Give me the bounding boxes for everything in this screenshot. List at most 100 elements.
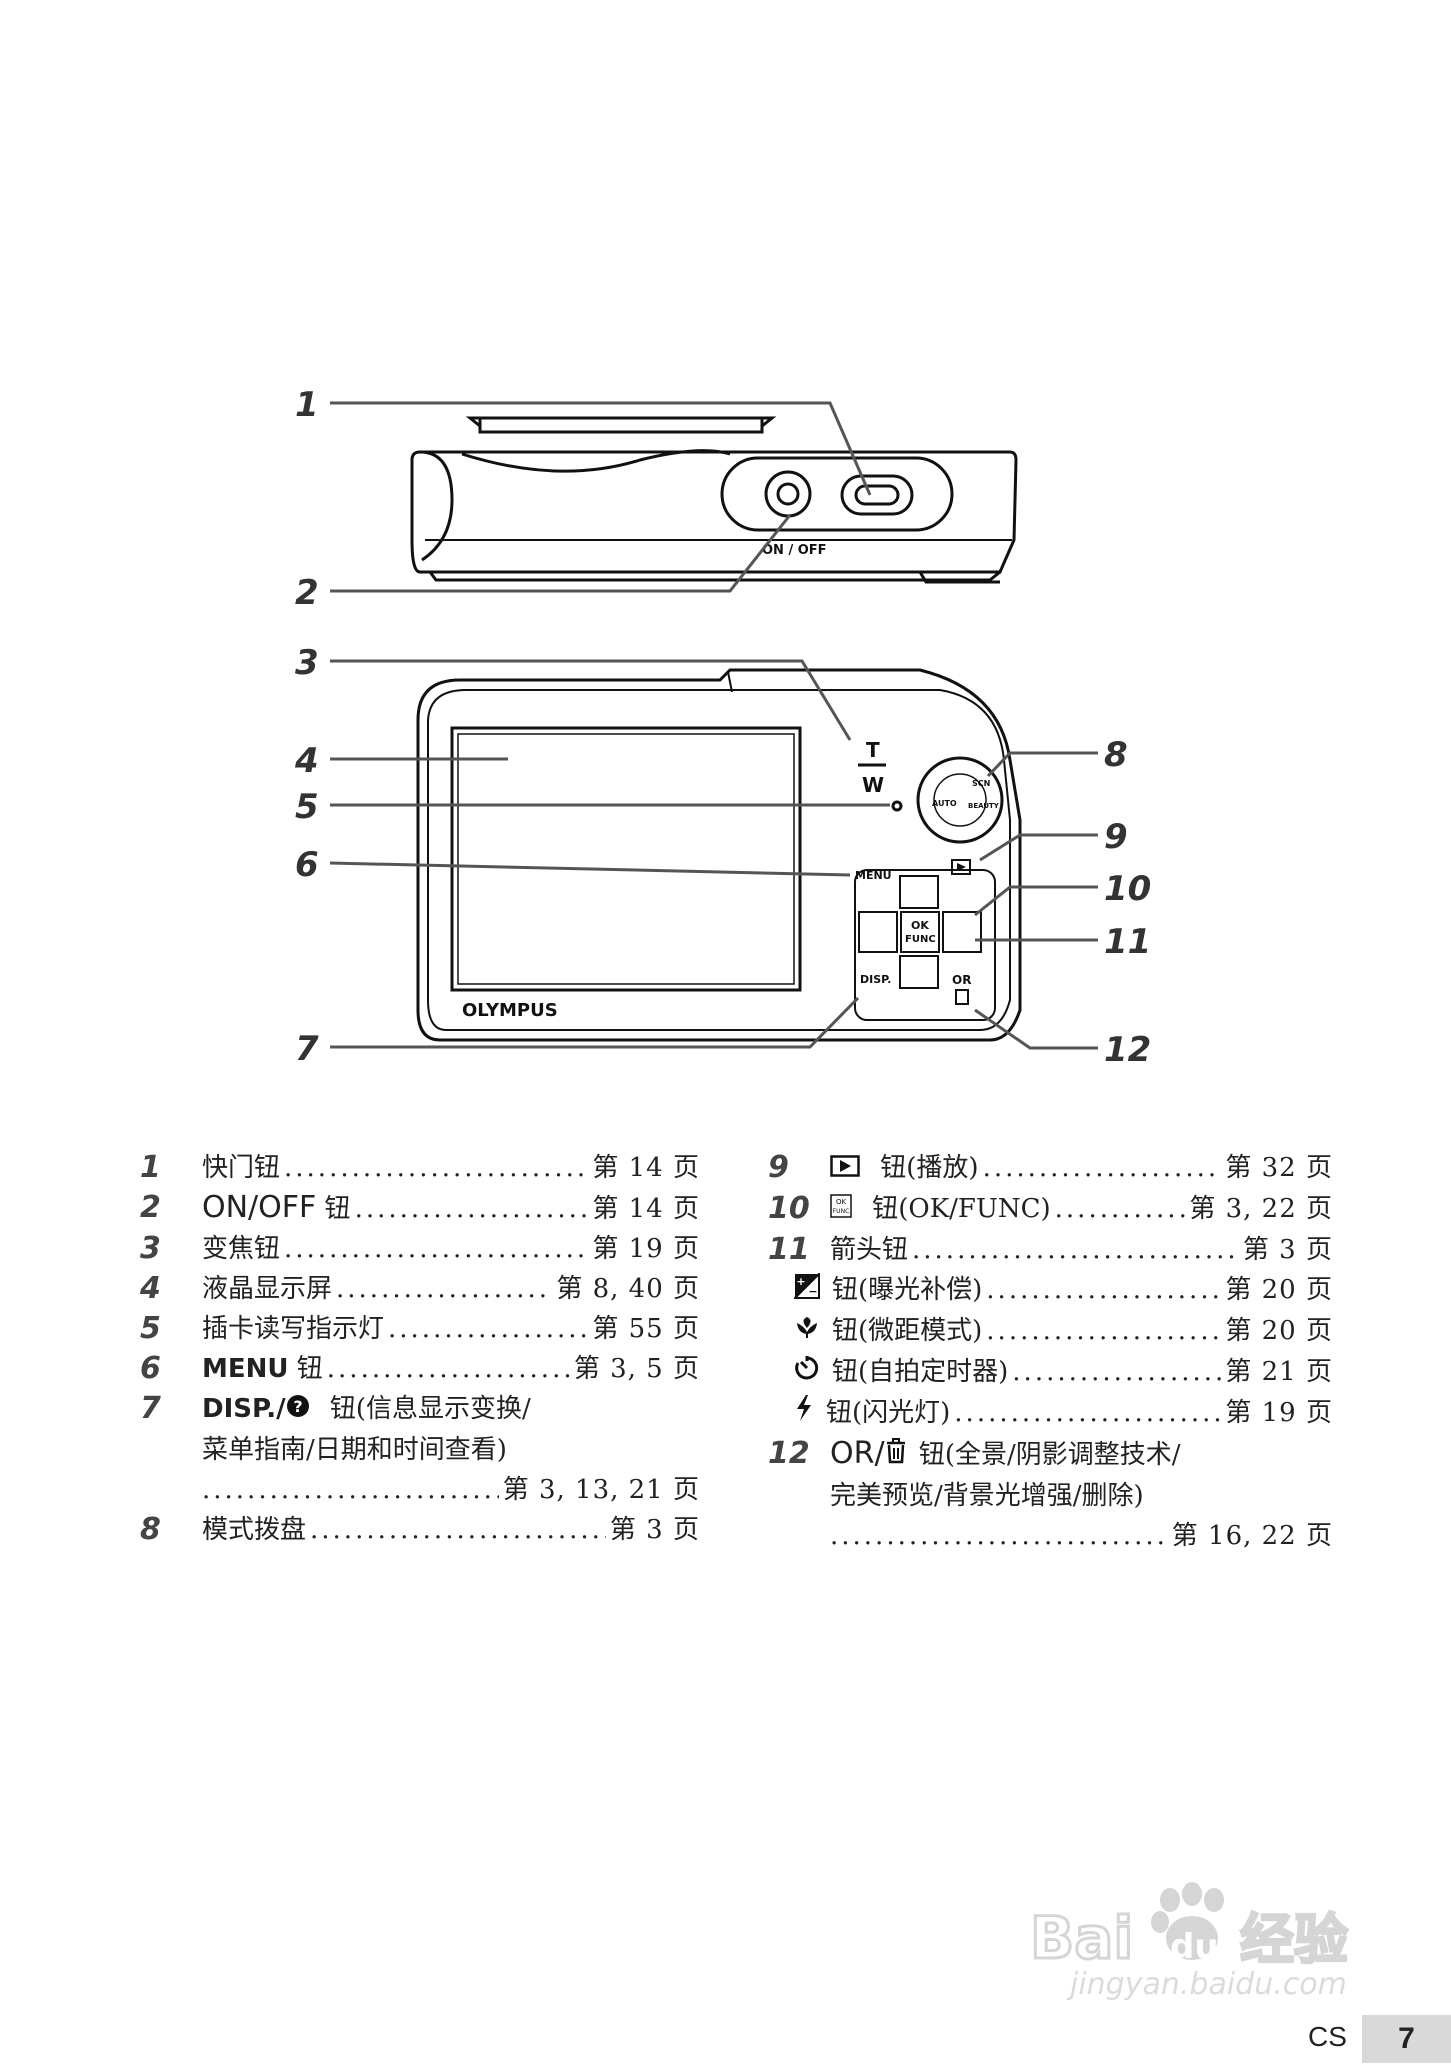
baidu-jingyan-watermark: Bai du 经验 jingyan.baidu.com (1029, 1882, 1349, 2000)
language-code: CS (1308, 2021, 1347, 2052)
callout-7: 7 (295, 1029, 319, 1069)
disp-label: DISP. (860, 973, 891, 986)
item-label: 钮(自拍定时器) (832, 1357, 1009, 1387)
dial-beauty-label: BEAUTY (968, 802, 1000, 810)
page-reference: 第 3, 13, 21 页 (502, 1475, 700, 1505)
list-item: 1 快门钮第 14 页 (140, 1148, 700, 1188)
item-label: 插卡读写指示灯 (202, 1314, 385, 1344)
leader-dots (1055, 1189, 1186, 1229)
list-item: 12 OR/ 钮(全景/阴影调整技术/ 完美预览/背景光增强/删除) 第 16,… (768, 1434, 1333, 1556)
list-item: 2 ON/OFF 钮第 14 页 (140, 1188, 700, 1229)
item-label: 钮(播放) (872, 1153, 979, 1183)
item-label-continued: 菜单指南/日期和时间查看) (202, 1435, 507, 1465)
dial-scn-label: SCN (972, 779, 990, 788)
item-label: 钮(闪光灯) (826, 1398, 951, 1428)
item-number: 2 (140, 1190, 161, 1225)
leader-dots (954, 1393, 1221, 1433)
page-reference: 第 3, 22 页 (1189, 1194, 1333, 1224)
or-label: OR (952, 973, 971, 987)
leader-dots (310, 1510, 606, 1550)
watermark-brand-cn: 经验 (1240, 1908, 1348, 1971)
callout-12: 12 (1104, 1030, 1151, 1070)
list-subitem: 钮(闪光灯)第 19 页 (768, 1393, 1333, 1434)
macro-icon (794, 1312, 820, 1352)
item-number: 9 (768, 1150, 789, 1185)
zoom-tele-label: T (866, 738, 880, 762)
watermark-brand-latin: Bai (1030, 1904, 1133, 1972)
svg-text:OK: OK (836, 1198, 847, 1206)
item-label: 变焦钮 (202, 1234, 281, 1264)
parts-list-left: 1 快门钮第 14 页 2 ON/OFF 钮第 14 页 3 变焦钮第 19 页… (140, 1148, 700, 1550)
callout-2: 2 (295, 573, 319, 613)
list-subitem: 钮(微距模式)第 20 页 (768, 1311, 1333, 1352)
svg-text:FUNC: FUNC (833, 1208, 850, 1215)
callout-3: 3 (295, 643, 319, 683)
dial-auto-label: AUTO (932, 799, 957, 808)
item-label: 箭头钮 (830, 1235, 909, 1265)
page-reference: 第 21 页 (1225, 1357, 1333, 1387)
menu-label: MENU (855, 869, 892, 882)
list-item: 11 箭头钮第 3 页 (768, 1230, 1333, 1270)
item-number: 1 (140, 1150, 161, 1185)
page-footer: CS 7 (1300, 2015, 1451, 2065)
help-icon: ? (286, 1390, 310, 1430)
page-reference: 第 19 页 (592, 1234, 700, 1264)
page-reference: 第 20 页 (1225, 1275, 1333, 1305)
leader-dots (355, 1189, 589, 1229)
item-label-sans: OR/ (830, 1436, 885, 1471)
item-label: 钮(OK/FUNC) (864, 1194, 1051, 1224)
page-reference: 第 3 页 (609, 1515, 700, 1545)
callout-8: 8 (1104, 735, 1128, 775)
page-reference: 第 16, 22 页 (1171, 1521, 1333, 1551)
ok-func-icon: OK FUNC (830, 1190, 852, 1230)
item-label-continued: 完美预览/背景光增强/删除) (830, 1481, 1144, 1511)
item-label-sans: ON/OFF (202, 1190, 317, 1225)
leader-lines (329, 401, 1098, 1050)
ok-label: OK (911, 919, 929, 932)
list-item: 8 模式拨盘 第 3 页 (140, 1510, 700, 1550)
svg-text:−: − (808, 1285, 817, 1298)
leader-dots (912, 1230, 1239, 1270)
item-label: 钮 (288, 1354, 323, 1384)
item-number: 12 (768, 1436, 810, 1471)
page-reference: 第 55 页 (592, 1314, 700, 1344)
leader-dots (1012, 1352, 1221, 1392)
item-label-sans: MENU (202, 1354, 289, 1384)
callout-6: 6 (295, 845, 319, 885)
page-reference: 第 8, 40 页 (556, 1274, 700, 1304)
item-number: 4 (140, 1271, 161, 1306)
leader-dots (202, 1470, 499, 1510)
trash-icon (885, 1436, 907, 1476)
callout-10: 10 (1104, 869, 1151, 909)
callout-5: 5 (295, 787, 319, 827)
callout-4: 4 (294, 741, 319, 781)
leader-dots (327, 1349, 570, 1389)
zoom-wide-label: W (862, 773, 884, 797)
list-item: 3 变焦钮 第 19 页 (140, 1229, 700, 1269)
list-item: 5 插卡读写指示灯第 55 页 (140, 1309, 700, 1349)
leader-dots (284, 1229, 588, 1269)
camera-top-view (410, 416, 1018, 584)
callout-11: 11 (1104, 922, 1151, 962)
watermark-url: jingyan.baidu.com (1066, 1967, 1347, 2000)
item-label: 钮(全景/阴影调整技术/ (910, 1440, 1181, 1470)
camera-diagram: ON / OFF T W MENU OK FUNC DISP. OR OLYMP (294, 385, 1151, 1070)
paw-logo-icon (1151, 1882, 1224, 1960)
item-number: 8 (140, 1512, 161, 1547)
svg-text:+: + (796, 1275, 805, 1288)
camera-back-view (416, 668, 1022, 1042)
item-label: 钮(信息显示变换/ (321, 1394, 531, 1424)
item-number: 3 (140, 1231, 161, 1266)
list-subitem: +−钮(曝光补偿)第 20 页 (768, 1270, 1333, 1311)
item-label-sans: DISP./ (202, 1394, 286, 1424)
item-number: 6 (140, 1351, 161, 1386)
playback-icon (830, 1149, 860, 1189)
item-label: 液晶显示屏 (202, 1274, 333, 1304)
callout-9: 9 (1104, 817, 1128, 857)
callout-numbers: 1 2 3 4 5 6 7 8 9 10 11 12 (294, 385, 1151, 1070)
item-label: 模式拨盘 (202, 1515, 307, 1545)
page-reference: 第 14 页 (592, 1194, 700, 1224)
flash-icon (794, 1394, 814, 1434)
